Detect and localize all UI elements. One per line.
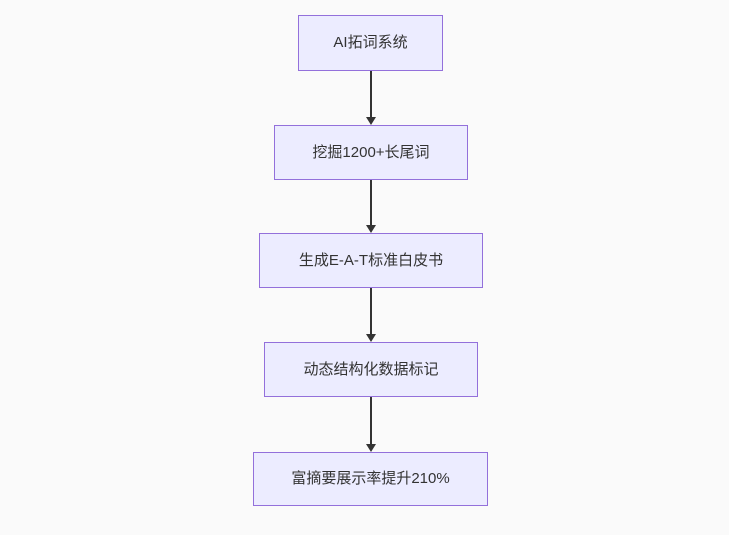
node-label: 动态结构化数据标记 xyxy=(303,360,439,378)
node-label: 挖掘1200+长尾词 xyxy=(312,143,430,161)
arrowhead-down-icon xyxy=(366,444,376,452)
flow-node-longtail-keywords: 挖掘1200+长尾词 xyxy=(274,125,468,180)
edge-arrow-3 xyxy=(366,288,376,342)
arrow-line xyxy=(370,288,372,334)
edge-arrow-4 xyxy=(366,397,376,452)
flow-node-rich-snippet-result: 富摘要展示率提升210% xyxy=(253,452,488,506)
flow-node-ai-keyword-system: AI拓词系统 xyxy=(298,15,443,71)
flow-node-structured-data: 动态结构化数据标记 xyxy=(264,342,478,397)
arrow-line xyxy=(370,397,372,444)
flow-node-eat-whitepaper: 生成E-A-T标准白皮书 xyxy=(259,233,483,288)
arrowhead-down-icon xyxy=(366,117,376,125)
node-label: 生成E-A-T标准白皮书 xyxy=(298,251,444,269)
arrowhead-down-icon xyxy=(366,225,376,233)
node-label: 富摘要展示率提升210% xyxy=(291,470,450,487)
arrow-line xyxy=(370,71,372,117)
edge-arrow-1 xyxy=(366,71,376,125)
arrow-line xyxy=(370,180,372,225)
node-label: AI拓词系统 xyxy=(333,34,408,51)
arrowhead-down-icon xyxy=(366,334,376,342)
edge-arrow-2 xyxy=(366,180,376,233)
